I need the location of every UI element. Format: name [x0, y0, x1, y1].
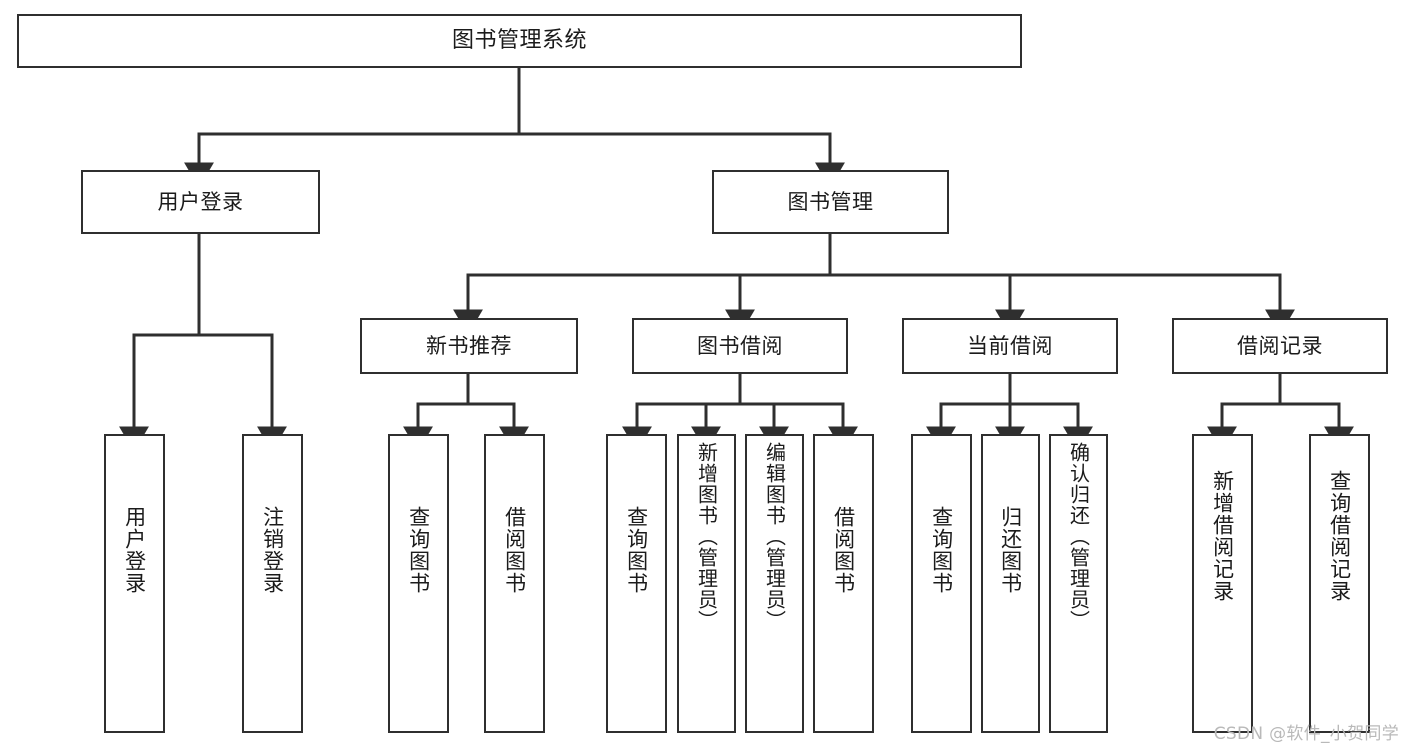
node-leaf-query-book-3[interactable]: 查询图书 [911, 434, 972, 733]
node-leaf-query-record-label: 查询借阅记录 [1327, 470, 1352, 602]
node-current-borrow-label: 当前借阅 [967, 333, 1053, 358]
node-book-manage-label: 图书管理 [787, 189, 874, 214]
node-new-book-rec-label: 新书推荐 [426, 333, 512, 358]
node-book-borrow-label: 图书借阅 [697, 333, 783, 358]
node-leaf-confirm-return-label: 确认归还（管理员） [1066, 442, 1091, 631]
node-leaf-query-book-3-label: 查询图书 [929, 506, 954, 594]
node-borrow-record[interactable]: 借阅记录 [1172, 318, 1388, 374]
node-leaf-query-book-2-label: 查询图书 [624, 506, 649, 594]
node-leaf-borrow-book-2-label: 借阅图书 [831, 506, 856, 594]
node-book-borrow[interactable]: 图书借阅 [632, 318, 848, 374]
node-leaf-user-logout[interactable]: 注销登录 [242, 434, 303, 733]
node-root-label: 图书管理系统 [451, 28, 587, 53]
node-leaf-borrow-book-1-label: 借阅图书 [502, 506, 527, 594]
node-leaf-query-book-1-label: 查询图书 [406, 506, 431, 594]
node-user-login-label: 用户登录 [157, 189, 244, 214]
node-leaf-return-book-label: 归还图书 [998, 506, 1023, 594]
node-leaf-query-record[interactable]: 查询借阅记录 [1309, 434, 1370, 733]
node-leaf-edit-book[interactable]: 编辑图书（管理员） [745, 434, 804, 733]
node-leaf-user-logout-label: 注销登录 [260, 506, 285, 594]
node-book-manage[interactable]: 图书管理 [712, 170, 949, 234]
node-borrow-record-label: 借阅记录 [1237, 333, 1323, 358]
node-leaf-query-book-1[interactable]: 查询图书 [388, 434, 449, 733]
node-leaf-return-book[interactable]: 归还图书 [981, 434, 1040, 733]
node-leaf-add-record[interactable]: 新增借阅记录 [1192, 434, 1253, 733]
node-leaf-add-record-label: 新增借阅记录 [1210, 470, 1235, 602]
csdn-watermark: CSDN @软件_小贺同学 [1213, 724, 1399, 744]
node-leaf-borrow-book-1[interactable]: 借阅图书 [484, 434, 545, 733]
node-new-book-rec[interactable]: 新书推荐 [360, 318, 578, 374]
node-leaf-add-book-label: 新增图书（管理员） [694, 442, 719, 631]
node-current-borrow[interactable]: 当前借阅 [902, 318, 1118, 374]
node-leaf-user-login[interactable]: 用户登录 [104, 434, 165, 733]
node-leaf-user-login-label: 用户登录 [122, 506, 147, 594]
node-leaf-query-book-2[interactable]: 查询图书 [606, 434, 667, 733]
node-user-login[interactable]: 用户登录 [81, 170, 320, 234]
node-leaf-add-book[interactable]: 新增图书（管理员） [677, 434, 736, 733]
node-leaf-borrow-book-2[interactable]: 借阅图书 [813, 434, 874, 733]
node-root[interactable]: 图书管理系统 [17, 14, 1022, 68]
node-leaf-edit-book-label: 编辑图书（管理员） [762, 442, 787, 631]
node-leaf-confirm-return[interactable]: 确认归还（管理员） [1049, 434, 1108, 733]
